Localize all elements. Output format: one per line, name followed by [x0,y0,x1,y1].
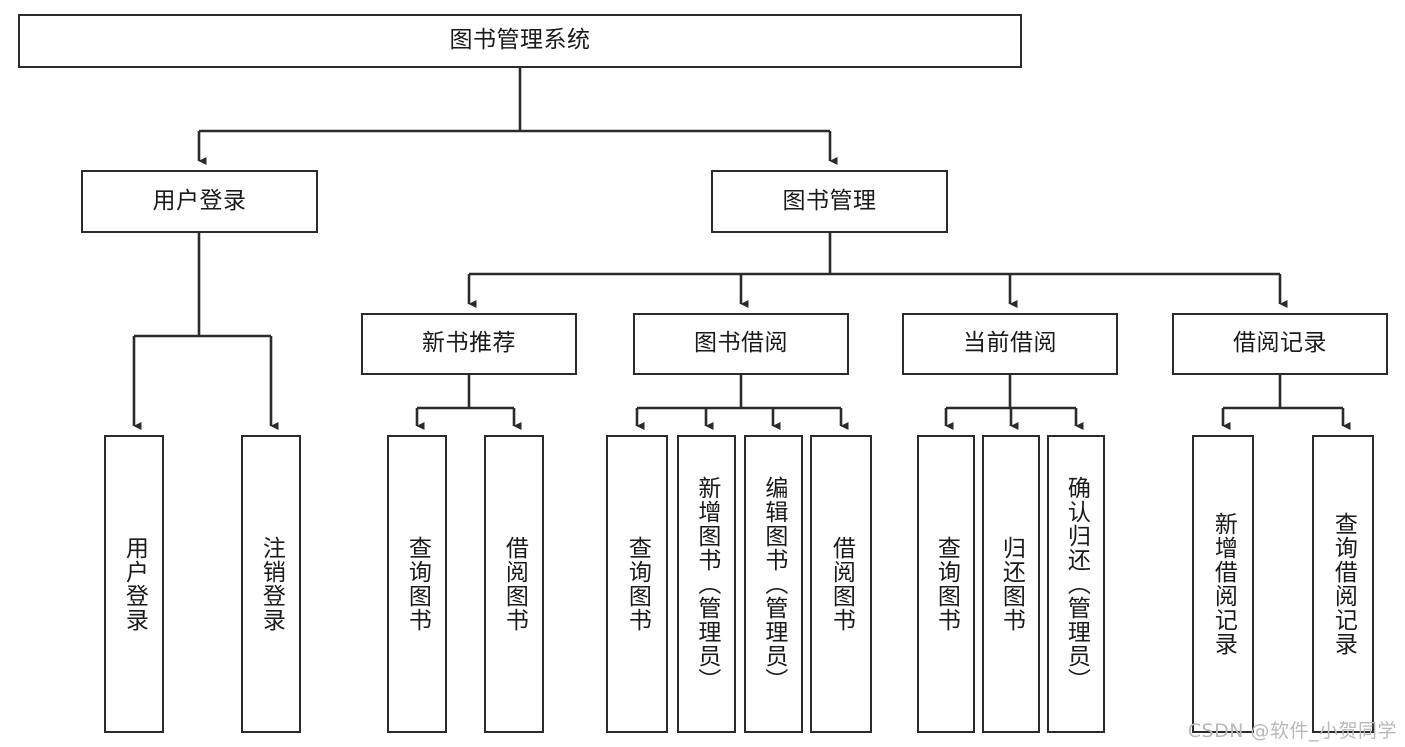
node-label: 新书推荐 [422,330,516,357]
node-root[interactable]: 图书管理系统 [18,14,1022,68]
node-label: 借阅记录 [1233,330,1327,357]
node-label: 查询图书 [933,536,960,632]
node-current[interactable]: 当前借阅 [902,313,1118,375]
node-leaf-borrow-1[interactable]: 查询图书 [606,435,668,733]
node-leaf-records-1[interactable]: 新增借阅记录 [1192,435,1254,733]
node-leaf-current-3[interactable]: 确认归还（管理员） [1047,435,1105,733]
node-label: 查询图书 [624,536,651,632]
node-label: 查询图书 [404,536,431,632]
node-label: 新增图书（管理员） [693,476,720,692]
node-borrow[interactable]: 图书借阅 [633,313,849,375]
node-label: 当前借阅 [963,330,1057,357]
node-label: 用户登录 [152,187,247,214]
node-leaf-newbook-1[interactable]: 查询图书 [387,435,447,733]
node-leaf-borrow-2[interactable]: 新增图书（管理员） [677,435,736,733]
node-login[interactable]: 用户登录 [81,170,318,233]
node-leaf-borrow-3[interactable]: 编辑图书（管理员） [744,435,803,733]
node-leaf-records-2[interactable]: 查询借阅记录 [1312,435,1374,733]
node-leaf-login-1[interactable]: 用户登录 [104,435,164,733]
node-leaf-current-2[interactable]: 归还图书 [982,435,1040,733]
node-label: 归还图书 [998,536,1025,632]
node-newbook[interactable]: 新书推荐 [361,313,577,375]
node-label: 编辑图书（管理员） [760,476,787,692]
node-label: 图书借阅 [694,330,788,357]
node-leaf-borrow-4[interactable]: 借阅图书 [810,435,872,733]
node-label: 借阅图书 [828,536,855,632]
node-label: 图书管理系统 [449,27,591,54]
node-records[interactable]: 借阅记录 [1172,313,1388,375]
node-label: 用户登录 [121,536,148,632]
node-label: 查询借阅记录 [1330,512,1357,656]
node-label: 确认归还（管理员） [1063,476,1090,692]
node-label: 借阅图书 [501,536,528,632]
node-label: 注销登录 [258,536,285,632]
node-label: 图书管理 [782,187,877,214]
node-leaf-newbook-2[interactable]: 借阅图书 [484,435,544,733]
node-bookmgmt[interactable]: 图书管理 [711,170,948,233]
node-leaf-login-2[interactable]: 注销登录 [241,435,301,733]
node-label: 新增借阅记录 [1210,512,1237,656]
watermark-text: CSDN @软件_小贺同学 [1187,720,1397,742]
node-leaf-current-1[interactable]: 查询图书 [917,435,975,733]
